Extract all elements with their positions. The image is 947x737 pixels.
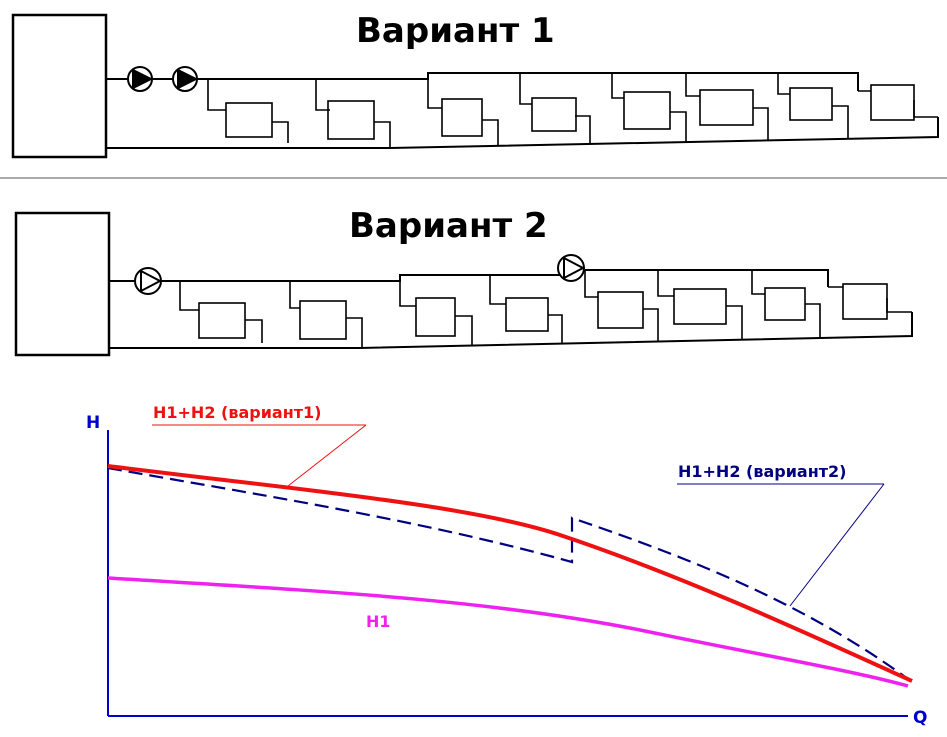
h1h2-variant1-label: H1+H2 (вариант1) [153,403,322,422]
h1-curve [107,576,909,688]
variant1-radiators [207,73,938,148]
h1h2-variant2-label: H1+H2 (вариант2) [678,462,847,481]
h1h2-variant2-curve [107,466,909,680]
x-axis-label: Q [913,708,927,728]
variant1-supply-line [106,72,859,91]
h1-label: H1 [366,612,391,631]
variant1-pump-1-icon [127,66,154,92]
variant1-pump-2-icon [172,66,199,92]
variant2-boiler [14,211,111,357]
variant2-title: Вариант 2 [349,206,548,246]
variant2-pump-1-icon [134,267,163,295]
variant2-pump-2-icon [557,254,586,282]
pump-head-graph: H Q H1+H2 (вариант1) H1+H2 (вариант2) H1 [86,403,927,728]
variant2-supply-line [109,269,829,287]
variant1-scheme [11,13,939,159]
variant2-return-line [109,312,913,349]
h1h2-variant1-curve [107,464,913,683]
h1h2-variant1-leader-line [287,424,367,487]
variant2-radiators [179,270,912,348]
h1h2-variant2-leader-line [789,483,885,607]
variant1-boiler [11,13,108,159]
variant2-scheme [14,211,913,357]
y-axis-label: H [86,413,100,433]
variant1-return-line [106,117,939,149]
variant1-title: Вариант 1 [356,11,555,51]
